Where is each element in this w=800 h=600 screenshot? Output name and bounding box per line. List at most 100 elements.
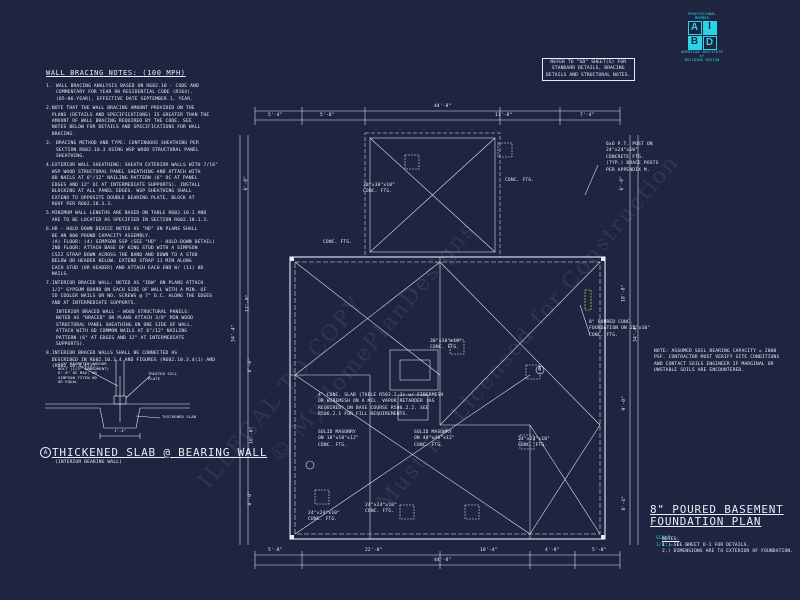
- top-dim-1: 5'-4": [268, 113, 283, 118]
- note-line: SUPPORTS).: [56, 342, 86, 348]
- overall-width-top: 44'-8": [434, 104, 452, 109]
- bottom-dim-1: 5'-8": [268, 548, 283, 553]
- note-line: NAILS.: [51, 271, 70, 277]
- note-line: EXTEND TO OPPOSITE DOUBLE BEARING PLATE,…: [51, 195, 195, 201]
- note-line: MINIMUM WALL LENGTHS ARE BASED ON TABLE …: [51, 211, 207, 217]
- note-line: ATTACH WITH 6D COMMON NAILS AT 6"/12" NA…: [56, 329, 188, 335]
- wall-bracing-notes: 1. WALL BRACING ANALYSIS BASED ON R602.10…: [46, 84, 218, 374]
- note-text: WALL BRACING ANALYSIS BASED ON R602.10 -…: [56, 84, 199, 103]
- note-line: EACH STUD (OR HEADER) AND ATTACH EACH EN…: [51, 265, 204, 271]
- wall-bracing-note: 3. BRACING METHOD AND TYPE: CONTINUOUS SH…: [46, 141, 206, 160]
- plan-linework: [239, 107, 639, 569]
- note-text: INTERIOR BRACED WALLS SHALL BE CONNECTED…: [52, 351, 215, 370]
- left-dim-2: 12'-0": [245, 294, 251, 312]
- wall-bracing-note: 1. WALL BRACING ANALYSIS BASED ON R602.10…: [46, 84, 206, 103]
- footing-label-2: 30"x30"x10" CONC. FTG.: [430, 339, 463, 351]
- note-line: INTERIOR BRACED WALL: NOTED AS "IBW" ON …: [51, 281, 204, 287]
- note-line: INTERIOR BRACED WALL - WOOD STRUCTURAL P…: [56, 310, 191, 315]
- detail-subtitle: (INTERIOR BEARING WALL): [55, 460, 123, 465]
- note-line: WSP WOOD STRUCTURAL PANEL SHEATHING AND …: [51, 169, 201, 175]
- note-number: 7.: [46, 281, 52, 287]
- logo-bottom-3: BUILDING DESIGN: [684, 58, 720, 62]
- logo-bottom-2: of: [699, 54, 705, 58]
- notes-heading: NOTES:: [662, 537, 680, 542]
- foundation-plan: [239, 107, 639, 569]
- wall-bracing-note: 6.HD - HOLD DOWN DEVICE NOTED AS "HD" ON…: [46, 227, 215, 278]
- note-line: BRACING METHOD AND TYPE: CONTINUOUS SHEA…: [56, 141, 199, 147]
- logo-letter-a: A: [687, 21, 702, 35]
- title-note-1: 1.) SEE SHEET D-1 FOR DETAILS.: [662, 543, 750, 548]
- note-text: INTERIOR BRACED WALL - WOOD STRUCTURAL P…: [56, 310, 193, 348]
- note-line: INTERIOR BRACED WALLS SHALL BE CONNECTED…: [51, 351, 178, 357]
- note-line: SHEATHING.: [56, 154, 86, 160]
- scale-row: SCALE: 1/8" = 1'-0": [650, 530, 691, 549]
- note-line: ROOF PER R602.10.3.3.: [51, 201, 114, 207]
- top-dim-3: 11'-8": [495, 113, 513, 118]
- note-line: WALL BRACING ANALYSIS BASED ON R602.10 -…: [56, 84, 199, 89]
- note-line: 1/2" GYPSUM BOARD ON EACH SIDE OF WALL W…: [51, 287, 207, 293]
- note-number: 8.: [46, 351, 52, 357]
- note-number: 6.: [46, 227, 52, 233]
- overall-depth-left: 34'-4": [231, 324, 237, 342]
- soil-note: NOTE: ASSUMED SOIL BEARING CAPACITY = 20…: [654, 349, 780, 374]
- footing-label-1: 30"x30"x10" CONC. FTG.: [363, 183, 396, 195]
- footing-label-3: 24"x24"x10" CONC. FTG.: [518, 437, 551, 449]
- logo-top-text: PROFESSIONAL MEMBER: [688, 12, 716, 20]
- wall-bracing-note: INTERIOR BRACED WALL - WOOD STRUCTURAL P…: [46, 310, 206, 348]
- note-line: COMMENTARY FOR YEAR 90 RESIDENTIAL CODE …: [56, 90, 194, 96]
- note-line: EDGES AND 12" OC AT INTERMEDIATE SUPPORT…: [51, 182, 201, 188]
- note-line: AND AT INTERMEDIATE SUPPORTS.: [51, 300, 137, 306]
- top-dim-2: 5'-8": [320, 113, 335, 118]
- title-note-2: 2.) DIMENSIONS ARE TO EXTERIOR OF FOUNDA…: [662, 549, 794, 554]
- wall-bracing-title: WALL BRACING NOTES: (100 MPH): [46, 69, 186, 77]
- wall-bracing-note: 5.MINIMUM WALL LENGTHS ARE BASED ON TABL…: [46, 211, 210, 224]
- note-number: 2.: [46, 106, 52, 112]
- side-label-1: CONC. FTG.: [323, 240, 353, 245]
- refer-box: REFER TO "SD" SHEET(S) FOR STANDARD DETA…: [542, 58, 635, 82]
- note-line: EXTERIOR WALL SHEATHING: SHEATH EXTERIOR…: [51, 163, 219, 169]
- wall-bracing-note: 2.NOTE THAT THE WALL BRACING AMOUNT PROV…: [46, 106, 210, 138]
- note-line: HD - HOLD DOWN DEVICE NOTED AS "HD" ON P…: [51, 227, 198, 233]
- note-number: 5.: [46, 211, 52, 217]
- note-number: 1.: [46, 84, 52, 89]
- note-line: ARE TO BE LOCATED AS SPECIFIED IN SECTIO…: [51, 217, 210, 223]
- right-dim-1: 6'-8": [620, 175, 626, 191]
- detail-sill-label: TREATED SILL PLATE: [148, 371, 178, 381]
- post-note: 6x6 P.T. POST ON 24"x24"x10" CONCRETE FT…: [606, 142, 659, 173]
- note-number: 3.: [46, 141, 52, 147]
- note-text: EXTERIOR WALL SHEATHING: SHEATH EXTERIOR…: [52, 163, 218, 208]
- note-line: NOTED AS "BRACED" ON PLANS ATTACH 3/8" M…: [56, 316, 194, 322]
- note-line: BE AN 800 POUND CAPACITY ASSEMBLY.: [51, 233, 151, 239]
- logo-bottom-1: AMERICAN INSTITUTE: [681, 50, 723, 54]
- footing-label-4: 24"x24"x10" CONC. FTG.: [365, 503, 398, 515]
- bottom-dim-5: 5'-8": [592, 548, 607, 553]
- masonry-label-2: SOLID MASONRY ON 48"x48"x12" CONC. FTG.: [414, 430, 455, 448]
- note-line: SECTION R602.10.3 USING WSP WOOD STRUCTU…: [56, 147, 199, 153]
- masonry-label-1: SOLID MASONRY ON 18"x18"x12" CONC. FTG.: [318, 430, 359, 448]
- detail-slab-label: THICKENED SLAB: [162, 414, 197, 419]
- note-text: HD - HOLD DOWN DEVICE NOTED AS "HD" ON P…: [52, 227, 215, 278]
- plan-bubble: A: [537, 366, 541, 372]
- left-dim-5: 8'-0": [248, 490, 254, 506]
- right-dim-3: 9'-0": [622, 395, 628, 411]
- logo-letter-i: I: [702, 21, 717, 35]
- wall-bracing-note: 4.EXTERIOR WALL SHEATHING: SHEATH EXTERI…: [46, 163, 218, 208]
- note-line: CS22 STRAP DOWN ACROSS THE BAND AND DOWN…: [51, 252, 198, 258]
- logo-letters: A I B D: [687, 21, 717, 50]
- note-line: 8D NAILS AT 6"/12" NAILING PATTERN (6" O…: [51, 176, 198, 182]
- note-number: 4.: [46, 163, 52, 169]
- slab-note: 4" CONC. SLAB (TABLE R503.2.1) w/ FIBERM…: [318, 393, 444, 418]
- detail-bubble: A: [40, 447, 51, 458]
- scale-label: SCALE:: [655, 536, 674, 542]
- note-line: STRUCTURAL PANEL SHEATHING ON ONE SIDE O…: [56, 322, 194, 328]
- note-line: (05-06-YEAR), EFFECTIVE DATE SEPTEMBER 1…: [56, 96, 194, 102]
- wall-bracing-note: 7.INTERIOR BRACED WALL: NOTED AS "IBW" O…: [46, 281, 212, 307]
- note-number: [46, 310, 56, 348]
- note-line: NOTE THAT THE WALL BRACING AMOUNT PROVID…: [51, 106, 195, 112]
- logo-letter-d: D: [702, 36, 717, 50]
- note-line: DESCRIBED IN R602.10.3.4 AND FIGURES (R6…: [51, 357, 216, 363]
- footing-label-5: 24"x24"x10" CONC. FTG.: [308, 511, 341, 523]
- bottom-dim-3: 10'-4": [480, 548, 498, 553]
- note-line: PLANS (DETAILS AND SPECIFICATIONS) IS GR…: [51, 112, 210, 118]
- aibd-logo: PROFESSIONAL MEMBER A I B D AMERICAN INS…: [672, 12, 732, 66]
